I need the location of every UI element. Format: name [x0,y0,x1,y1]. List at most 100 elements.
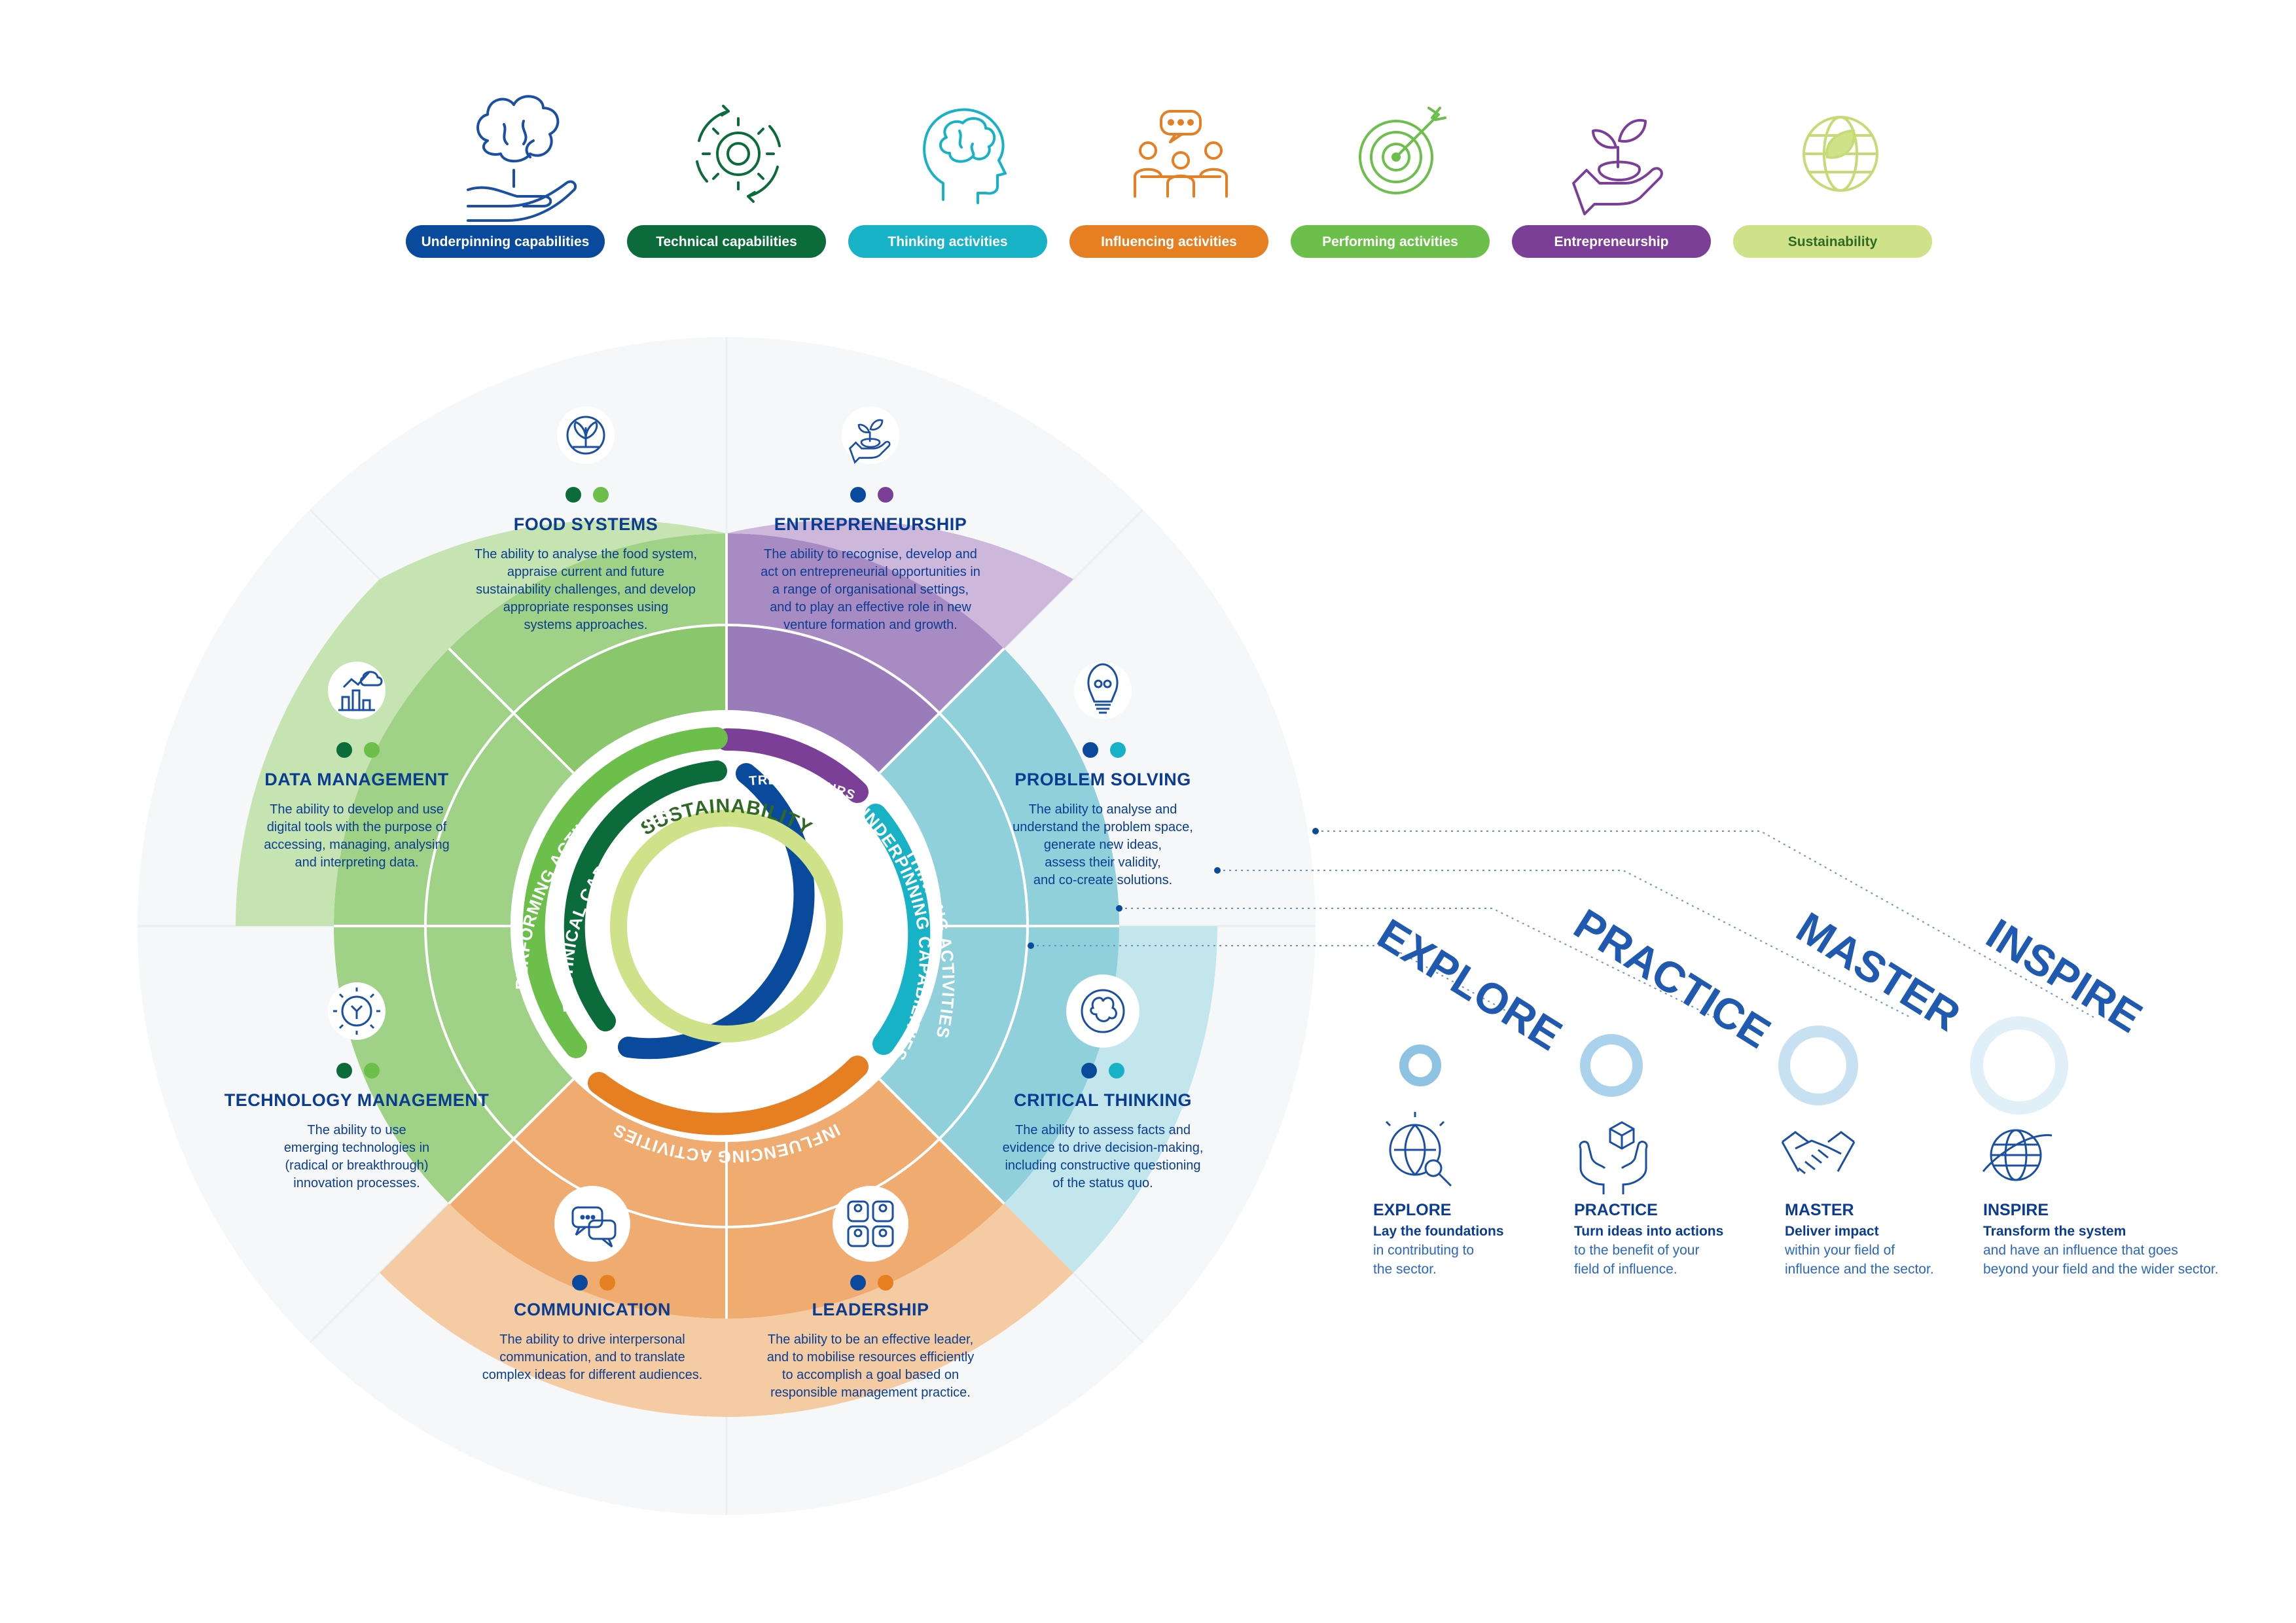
legend-label: Sustainability [1788,234,1878,249]
segment-title: PROBLEM SOLVING [1014,770,1191,789]
level-desc-line: and have an influence that goes [1983,1243,2178,1258]
level-title: PRACTICE [1574,1201,1658,1219]
level-word: PRACTICE [1566,899,1779,1058]
team-icon [847,1200,894,1247]
tech-gear-icon [333,988,380,1035]
legend-pill-underpinning[interactable]: Underpinning capabilities [406,225,605,258]
band-ps-outer [880,649,1119,926]
levels: EXPLORE EXPLORE Lay the foundations in c… [1370,899,2219,1277]
legend-pill-performing[interactable]: Performing activities [1291,225,1490,258]
segment-desc-line: assess their validity, [1045,855,1160,870]
segment-desc-line: including constructive questioning [1005,1158,1200,1173]
segment-food-systems[interactable]: FOOD SYSTEMS The ability to analyse the … [475,406,697,632]
level-desc-line: beyond your field and the wider sector. [1983,1262,2219,1277]
level-title: MASTER [1785,1201,1854,1219]
ring-performing-arc [522,727,728,1058]
segment-problem-solving[interactable]: PROBLEM SOLVING The ability to analyse a… [1013,662,1193,887]
segment-desc-line: responsible management practice. [770,1385,971,1400]
segment-desc-line: The ability to develop and use [270,802,444,817]
gear-cycle-icon [696,105,781,203]
legend-label: Thinking activities [888,234,1007,249]
segment-desc-line: The ability to analyse the food system, [475,547,697,562]
level-subtitle: Turn ideas into actions [1574,1224,1723,1239]
legend-pill-technical[interactable]: Technical capabilities [627,225,826,258]
brain-in-hand-icon [467,95,577,222]
segment-title: COMMUNICATION [514,1300,671,1319]
connector-dots [1028,828,1319,949]
segment-desc-line: and to mobilise resources efficiently [767,1350,974,1364]
level-subtitle: Lay the foundations [1373,1224,1504,1239]
legend-pill-influencing[interactable]: Influencing activities [1069,225,1268,258]
ring-thinking-arc [865,804,931,1055]
segment-desc-line: digital tools with the purpose of [267,820,447,834]
plant-hand-icon [848,419,891,464]
band-dm-outer [334,649,573,926]
legend-label: Performing activities [1322,234,1458,249]
level-ring [1970,1016,2068,1115]
level-practice[interactable]: PRACTICE PRACTICE Turn ideas into action… [1566,899,1779,1277]
level-title: INSPIRE [1983,1201,2049,1219]
band-food-outer-light [380,520,726,649]
segment-desc-line: generate new ideas, [1044,838,1162,852]
level-master[interactable]: MASTER MASTER Deliver impact within your… [1778,902,1969,1277]
globe-magnifier-icon [1385,1112,1452,1187]
ring-sustainability [610,810,843,1043]
level-desc-line: to the benefit of your [1574,1243,1699,1258]
segment-leadership[interactable]: LEADERSHIP The ability to be an effectiv… [767,1186,974,1400]
level-word: EXPLORE [1370,909,1571,1060]
segment-desc-line: and to play an effective role in new [770,600,971,615]
segment-desc-line: The ability to be an effective leader, [768,1332,973,1347]
segment-title: CRITICAL THINKING [1014,1090,1192,1110]
segment-critical-thinking[interactable]: CRITICAL THINKING The ability to assess … [1003,974,1204,1190]
hands-cube-icon [1579,1121,1648,1194]
legend-label: Influencing activities [1101,234,1237,249]
segment-desc-line: accessing, managing, analysing [264,838,450,852]
segment-desc-line: (radical or breakthrough) [285,1158,429,1173]
band-tm-outer [334,926,573,1204]
segment-communication[interactable]: COMMUNICATION The ability to drive inter… [482,1186,703,1382]
segment-desc-line: The ability to drive interpersonal [499,1332,685,1347]
segment-desc-line: emerging technologies in [284,1141,429,1155]
ring-technical-arc [564,760,727,1031]
level-word: MASTER [1789,902,1969,1040]
segment-desc-line: a range of organisational settings, [772,582,969,597]
legend: Underpinning capabilities Technical capa… [406,95,1932,258]
segment-desc-line: to accomplish a goal based on [782,1368,959,1382]
level-explore[interactable]: EXPLORE EXPLORE Lay the foundations in c… [1370,909,1571,1277]
band-comm-outer-light [380,1204,726,1417]
segment-desc-line: The ability to analyse and [1029,802,1177,817]
legend-pill-thinking[interactable]: Thinking activities [848,225,1047,258]
level-inspire[interactable]: INSPIRE INSPIRE Transform the system and… [1970,909,2219,1277]
segment-title: DATA MANAGEMENT [264,770,448,789]
segment-desc-line: complex ideas for different audiences. [482,1368,703,1382]
legend-pill-entrepreneurship[interactable]: Entrepreneurship [1512,225,1711,258]
band-lead-outer-light [726,1204,1073,1417]
leaf-circle-icon [566,416,605,455]
band-ct-outer-light [1004,926,1217,1273]
chat-bubbles-icon [571,1206,617,1248]
level-subtitle: Transform the system [1983,1224,2126,1239]
segment-desc-line: act on entrepreneurial opportunities in [761,565,980,579]
segment-labels: FOOD SYSTEMS The ability to analyse the … [224,406,1204,1400]
segment-desc-line: systems approaches. [524,618,648,632]
segment-desc-line: appraise current and future [507,565,664,579]
ring-influencing-arc [588,1056,869,1135]
legend-pill-sustainability[interactable]: Sustainability [1733,225,1932,258]
head-brain-icon [923,108,1007,204]
segment-desc-line: communication, and to translate [499,1350,685,1364]
plant-hand-icon [1572,118,1663,215]
legend-label: Technical capabilities [656,234,797,249]
level-ring [1399,1044,1441,1086]
level-desc-line: influence and the sector. [1785,1262,1934,1277]
segment-title: TECHNOLOGY MANAGEMENT [224,1090,490,1110]
level-desc-line: in contributing to [1373,1243,1474,1258]
level-subtitle: Deliver impact [1785,1224,1879,1239]
segment-entrepreneurship[interactable]: ENTREPRENEURSHIP The ability to recognis… [761,406,980,632]
segment-desc-line: evidence to drive decision-making, [1003,1141,1204,1155]
level-desc-line: field of influence. [1574,1262,1677,1277]
segment-technology-management[interactable]: TECHNOLOGY MANAGEMENT The ability to use… [224,982,490,1190]
segment-data-management[interactable]: DATA MANAGEMENT The ability to develop a… [264,662,450,870]
level-ring [1580,1034,1643,1097]
segment-desc-line: innovation processes. [293,1176,420,1190]
